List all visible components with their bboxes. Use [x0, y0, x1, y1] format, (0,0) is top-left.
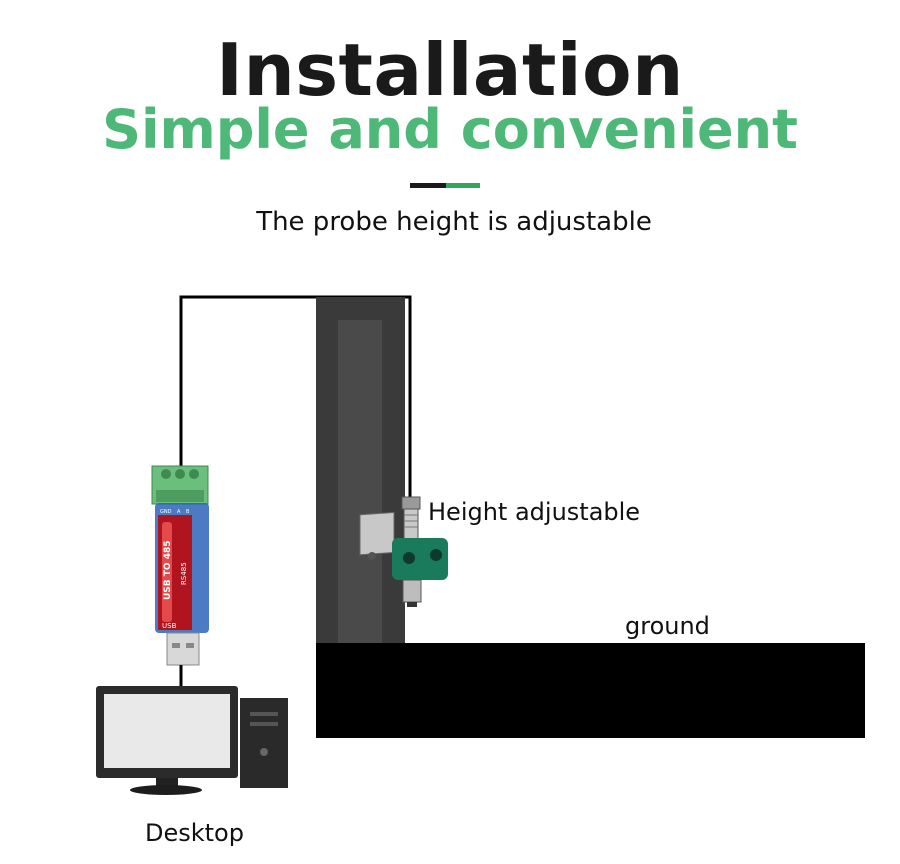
ground-block — [316, 643, 865, 738]
divider-green — [446, 183, 480, 188]
desktop-label: Desktop — [145, 819, 244, 847]
converter-pin-gnd: GND — [160, 509, 172, 515]
divider-black — [410, 183, 446, 188]
converter-plug-label: USB — [162, 622, 177, 630]
mounting-pole — [316, 297, 405, 643]
caption: The probe height is adjustable — [256, 207, 652, 237]
converter-pin-b: B — [186, 509, 190, 515]
converter-device-name: USB TO 485 — [163, 541, 173, 601]
usb-485-converter: USB TO 485 RS485 USB GND A B — [151, 465, 209, 666]
converter-pin-a: A — [177, 509, 181, 515]
ground-label: ground — [625, 612, 710, 640]
probe-sensor — [359, 496, 448, 607]
page-title: Installation — [216, 28, 684, 112]
signal-cable — [179, 295, 412, 500]
height-adjustable-label: Height adjustable — [428, 498, 641, 526]
desktop-computer — [96, 686, 288, 795]
page-subtitle: Simple and convenient — [102, 98, 798, 161]
converter-model: RS485 — [180, 562, 188, 585]
